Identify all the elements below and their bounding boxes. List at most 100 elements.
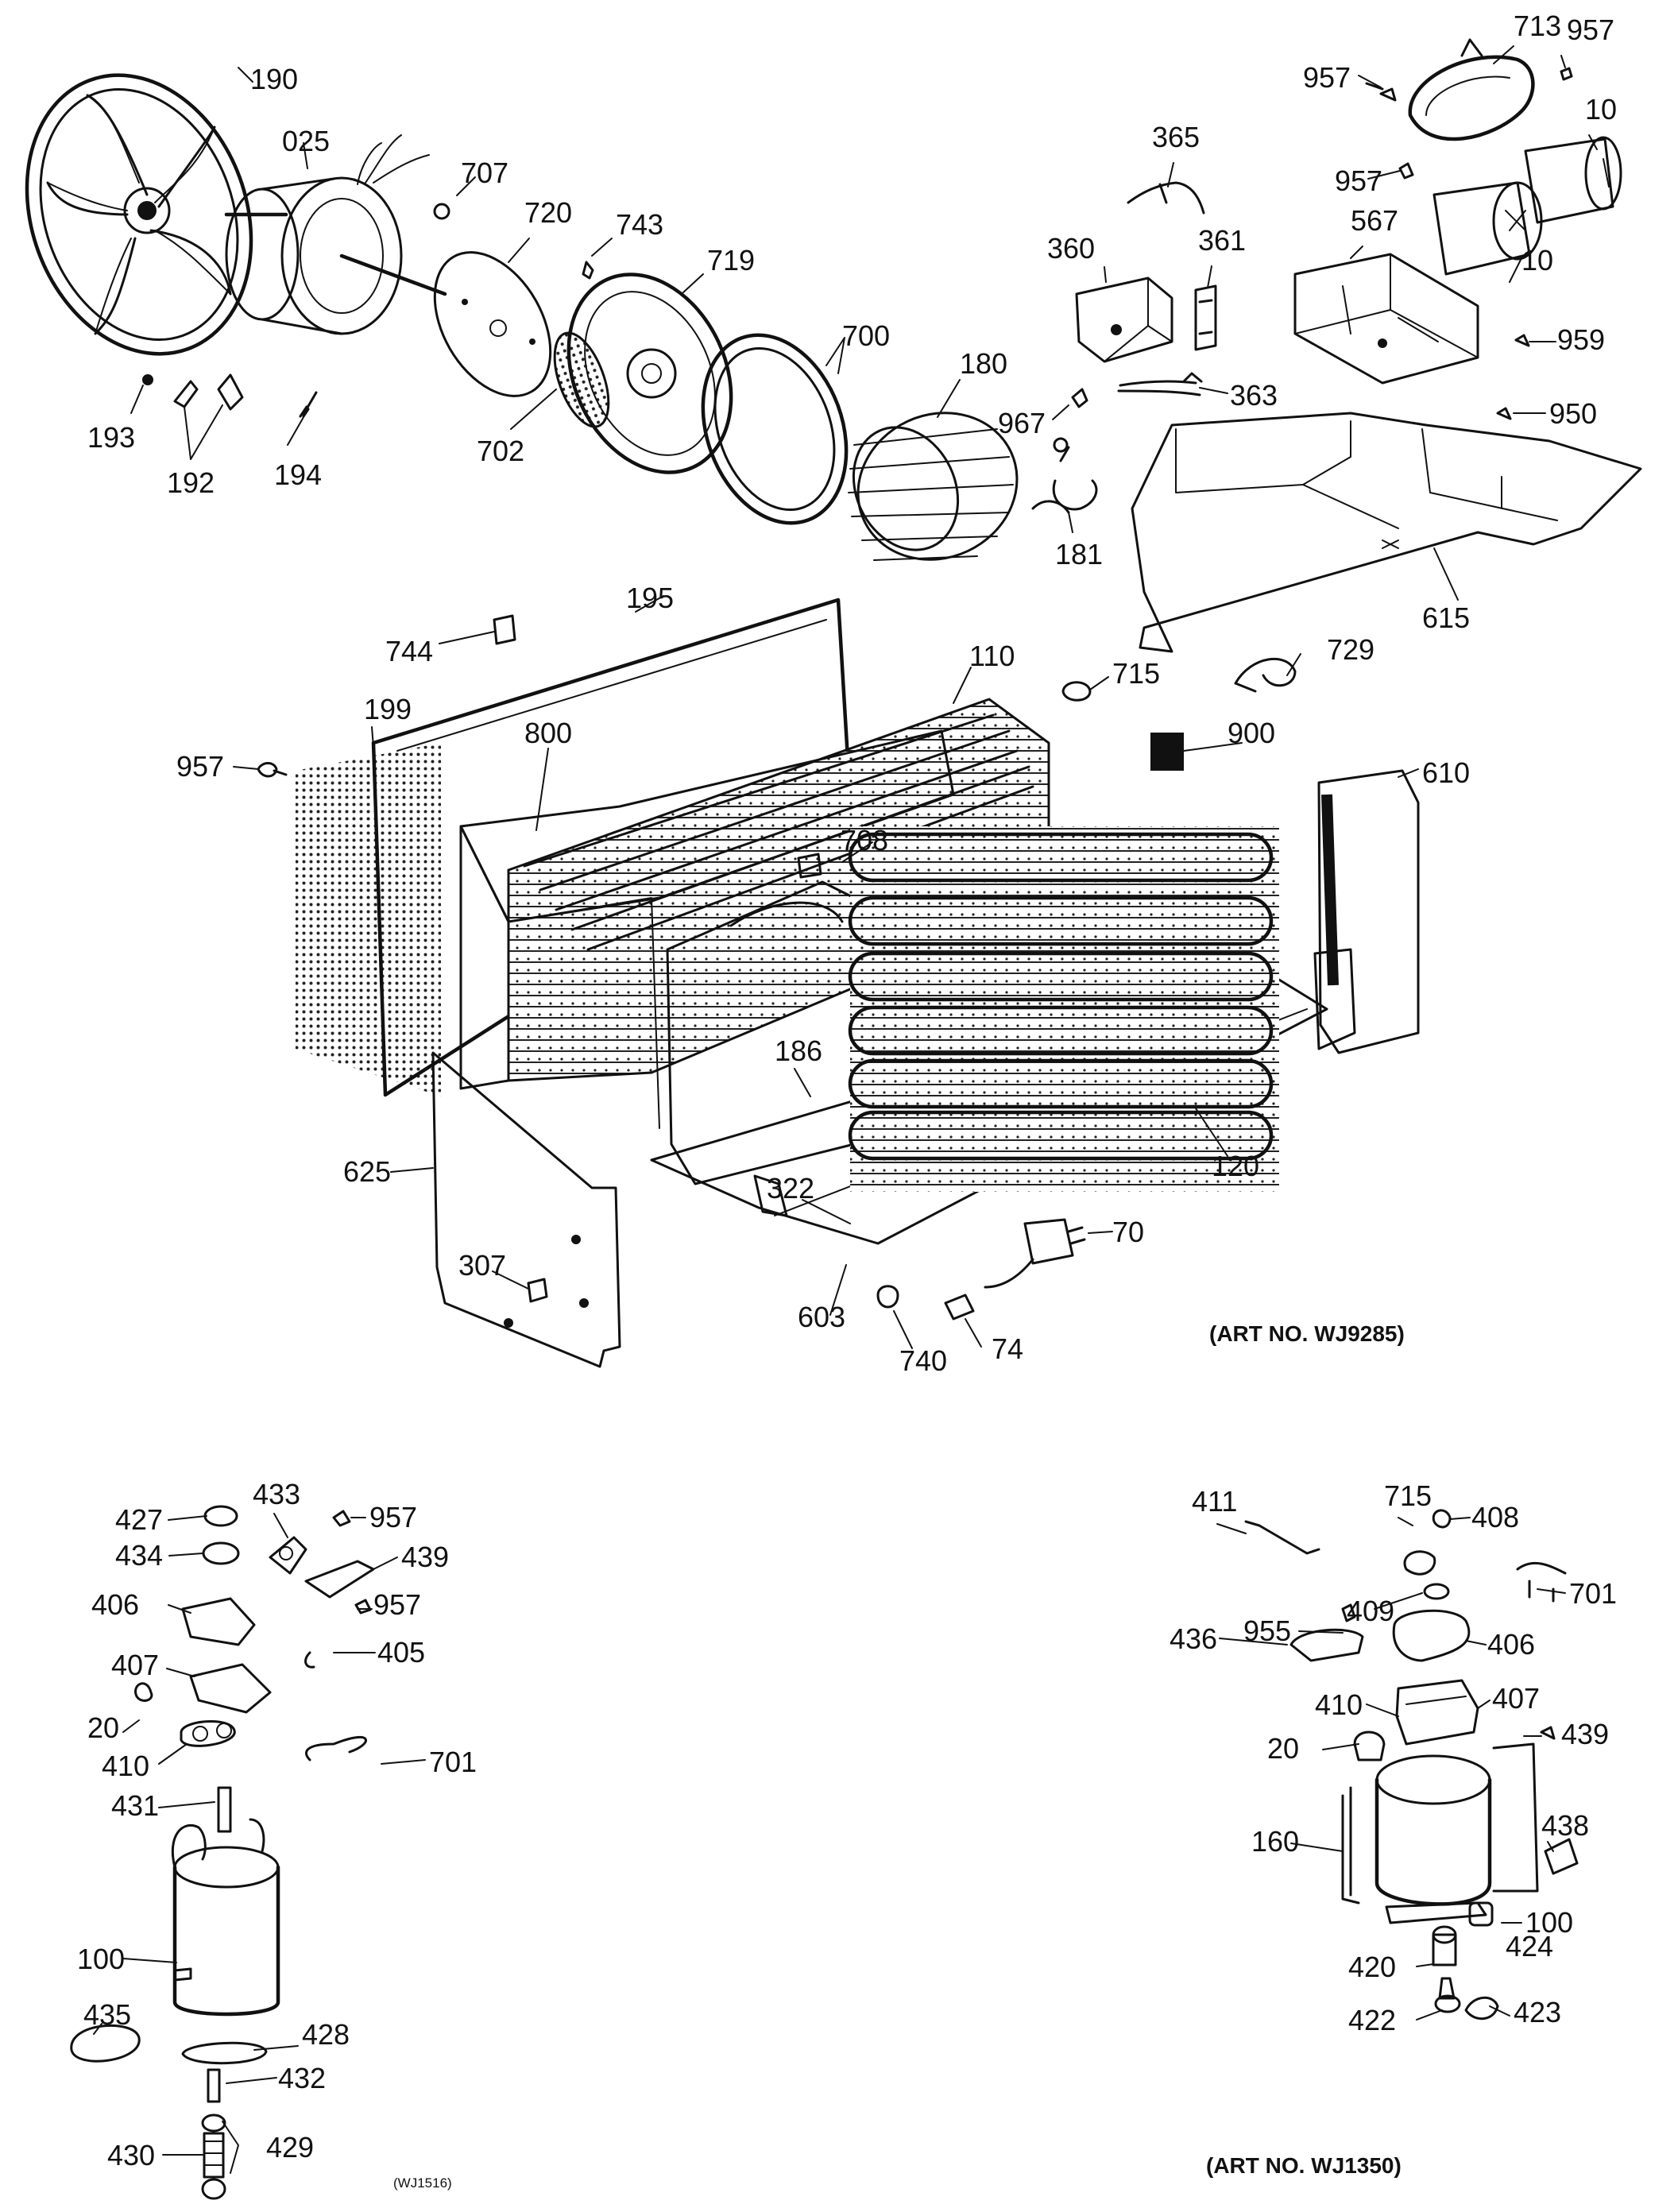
art-number-recip: (WJ1516) <box>393 2175 452 2191</box>
grille-199 <box>296 743 441 1096</box>
label-615: 615 <box>1422 601 1470 634</box>
label-110: 110 <box>969 640 1015 672</box>
part-labels: 190 025 707 720 743 719 700 180 702 193 … <box>77 10 1617 2191</box>
label-t701: 701 <box>1569 1577 1617 1610</box>
label-10-b: 10 <box>1521 244 1553 276</box>
tube-365 <box>1127 181 1205 215</box>
label-r439: 439 <box>401 1541 449 1573</box>
label-740: 740 <box>899 1344 947 1377</box>
blower-wheel-180 <box>848 412 1019 561</box>
label-719: 719 <box>707 244 755 276</box>
part-900 <box>1150 733 1184 771</box>
fan-motor-025 <box>224 134 447 335</box>
scroll-plate-719 <box>566 273 733 474</box>
label-t407: 407 <box>1492 1682 1540 1715</box>
bracket-361 <box>1194 284 1217 351</box>
label-70: 70 <box>1112 1216 1144 1248</box>
control-panel-615 <box>1131 412 1642 653</box>
label-t409: 409 <box>1347 1595 1394 1627</box>
screw-957-b <box>1560 67 1573 81</box>
part-307 <box>527 1278 548 1303</box>
label-361: 361 <box>1198 224 1246 257</box>
label-180: 180 <box>960 347 1007 380</box>
label-186: 186 <box>775 1034 822 1067</box>
label-181: 181 <box>1055 538 1103 570</box>
label-744: 744 <box>385 635 433 667</box>
label-967: 967 <box>998 407 1046 439</box>
label-800: 800 <box>524 717 572 749</box>
label-t100: 100 <box>1525 1906 1573 1939</box>
label-360: 360 <box>1047 232 1095 265</box>
label-192: 192 <box>167 466 215 499</box>
label-195: 195 <box>626 582 674 614</box>
compressor-parts-reciprocating <box>70 1505 375 2200</box>
screw-950 <box>1496 407 1512 420</box>
capacitor-10-b <box>1432 181 1543 276</box>
screw-957-d <box>257 762 288 778</box>
orifice-ring-700 <box>701 333 849 525</box>
label-r429: 429 <box>266 2131 314 2164</box>
label-957-c: 957 <box>1335 164 1382 197</box>
label-957-d: 957 <box>176 750 224 783</box>
label-t422: 422 <box>1348 2004 1396 2036</box>
label-729: 729 <box>1327 633 1374 666</box>
label-r701: 701 <box>429 1746 477 1778</box>
art-number-main: (ART NO. WJ9285) <box>1209 1321 1405 1346</box>
label-707: 707 <box>461 157 508 189</box>
cap-bracket-713 <box>1408 38 1535 141</box>
screw-967 <box>1071 388 1088 408</box>
label-t436: 436 <box>1170 1622 1217 1655</box>
switch-360 <box>1075 276 1173 363</box>
label-610: 610 <box>1422 756 1470 789</box>
power-cord-70 <box>984 1218 1086 1289</box>
clip-192 <box>173 373 244 411</box>
label-567: 567 <box>1351 204 1398 237</box>
screw-959 <box>1514 334 1530 347</box>
art-number-rotary: (ART NO. WJ1350) <box>1206 2153 1402 2178</box>
label-r431: 431 <box>111 1789 159 1822</box>
label-r407: 407 <box>111 1649 159 1681</box>
panel-625 <box>431 1051 621 1368</box>
label-t406: 406 <box>1487 1628 1535 1661</box>
label-199: 199 <box>364 693 412 725</box>
capacitor-10-a <box>1524 136 1622 224</box>
label-t715: 715 <box>1384 1479 1432 1512</box>
label-957-b: 957 <box>1567 14 1614 46</box>
label-t20: 20 <box>1267 1732 1299 1765</box>
label-r432: 432 <box>278 2062 326 2094</box>
label-603: 603 <box>798 1301 845 1333</box>
label-r405: 405 <box>377 1636 425 1669</box>
clip-74 <box>944 1294 975 1321</box>
evaporator-coil-120 <box>848 826 1279 1192</box>
label-r430: 430 <box>107 2139 155 2171</box>
label-r406: 406 <box>91 1588 139 1621</box>
nut-193 <box>142 374 153 385</box>
label-t955: 955 <box>1243 1615 1291 1647</box>
label-t411: 411 <box>1192 1485 1237 1518</box>
label-957-a: 957 <box>1303 61 1351 94</box>
label-r100: 100 <box>77 1943 125 1975</box>
clip-363 <box>1117 372 1203 396</box>
label-t420: 420 <box>1348 1951 1396 1983</box>
screw-957-c <box>1398 162 1414 180</box>
label-322: 322 <box>767 1172 814 1205</box>
fan-blade-190 <box>25 73 253 356</box>
label-r428: 428 <box>302 2018 350 2051</box>
label-365: 365 <box>1152 121 1200 153</box>
strap-729 <box>1234 658 1297 693</box>
gasket-702 <box>553 331 610 428</box>
label-625: 625 <box>343 1155 391 1188</box>
label-194: 194 <box>274 458 322 491</box>
label-715: 715 <box>1112 657 1160 690</box>
label-700: 700 <box>842 319 890 352</box>
screw-743 <box>582 261 594 280</box>
label-r433: 433 <box>253 1478 300 1510</box>
leader-lines <box>93 45 1598 2174</box>
label-r957b: 957 <box>373 1588 421 1621</box>
label-r434: 434 <box>115 1539 163 1572</box>
label-t160: 160 <box>1251 1825 1299 1858</box>
label-708: 708 <box>841 824 888 857</box>
label-950: 950 <box>1549 397 1597 430</box>
